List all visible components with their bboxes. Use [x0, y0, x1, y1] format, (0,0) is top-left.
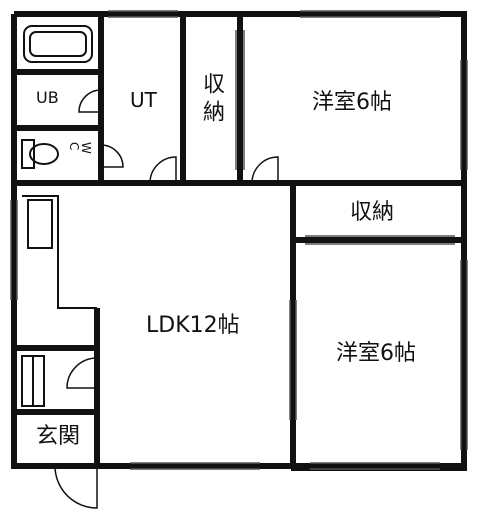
ldk-label: LDK12帖: [146, 313, 240, 338]
bath-label: UB: [36, 88, 59, 107]
entrance-label: 玄関: [36, 424, 81, 449]
western-room-bottom-label: 洋室6帖: [336, 341, 416, 366]
interior-walls: [14, 14, 464, 468]
closet-mid-label: 収納: [350, 200, 395, 225]
toilet-label: W C: [67, 142, 93, 156]
bathtub-icon: [23, 25, 93, 63]
windows: [10, 10, 468, 470]
closet-top-label: 収納: [199, 72, 224, 128]
kitchen-counter-icon: [22, 195, 97, 309]
door-swings: [54, 89, 279, 509]
toilet-icon: [21, 139, 59, 169]
shoe-rack-icon: [21, 355, 45, 407]
western-room-top-label: 洋室6帖: [312, 90, 392, 115]
utility-label: UT: [130, 88, 157, 112]
